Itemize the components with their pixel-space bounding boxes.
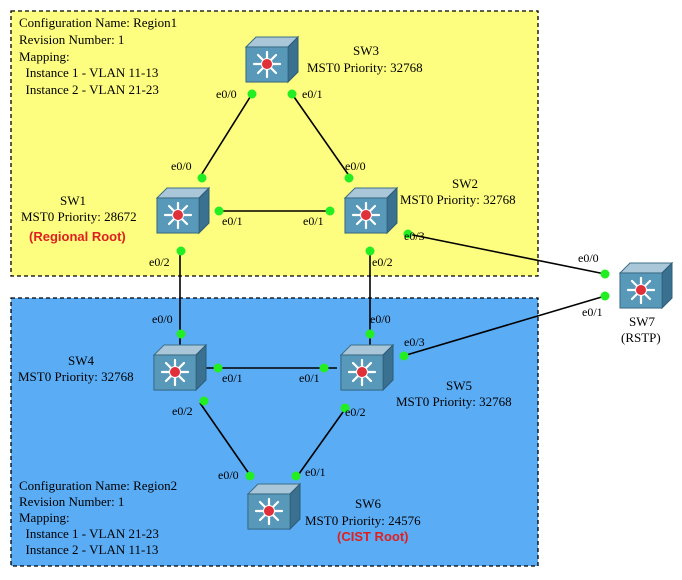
sw6-port-e00: e0/0 (218, 468, 239, 482)
region1-config-name: Configuration Name: Region1 (19, 15, 177, 30)
sw1-port-e01: e0/1 (222, 214, 243, 228)
port-dot (340, 403, 350, 413)
port-dot (365, 329, 375, 339)
sw2-switch-icon[interactable] (343, 186, 399, 235)
region2-mapping-instance2: Instance 2 - VLAN 11-13 (19, 542, 158, 557)
port-dot (176, 329, 186, 339)
port-dot (344, 173, 354, 183)
sw1-port-e00: e0/0 (171, 159, 192, 173)
region1-mapping-label: Mapping: (19, 49, 70, 64)
sw5-port-e00: e0/0 (370, 312, 391, 326)
sw1-port-e02: e0/2 (149, 255, 170, 269)
port-dot (247, 89, 257, 99)
region2-config-name: Configuration Name: Region2 (19, 478, 177, 493)
region1-mapping-instance2: Instance 2 - VLAN 21-23 (19, 82, 159, 97)
region2-mapping-instance1: Instance 1 - VLAN 21-23 (19, 526, 159, 541)
sw6-priority: MST0 Priority: 24576 (305, 513, 421, 528)
sw4-port-e02: e0/2 (172, 404, 193, 418)
sw5-name: SW5 (446, 378, 472, 393)
sw3-switch-icon[interactable] (244, 35, 300, 84)
sw3-priority: MST0 Priority: 32768 (307, 60, 423, 75)
link-sw4-sw6 (199, 402, 253, 479)
sw2-port-e03: e0/3 (404, 229, 425, 243)
port-dot (399, 351, 409, 361)
sw7-port-e00: e0/0 (578, 251, 599, 265)
sw6-port-e01: e0/1 (305, 465, 326, 479)
port-dot (600, 291, 610, 301)
sw2-port-e00: e0/0 (345, 159, 366, 173)
sw1-regional-root-note: (Regional Root) (29, 229, 126, 244)
link-sw5-sw7 (402, 295, 606, 357)
sw6-switch-icon[interactable] (246, 482, 302, 531)
port-dot (214, 206, 224, 216)
port-dot (403, 229, 413, 239)
sw2-port-e01: e0/1 (303, 214, 324, 228)
sw5-port-e01: e0/1 (299, 371, 320, 385)
sw3-port-e00: e0/0 (216, 87, 237, 101)
port-dot (176, 246, 186, 256)
port-dot (325, 206, 335, 216)
sw1-switch-icon[interactable] (155, 186, 211, 235)
sw1-priority: MST0 Priority: 28672 (21, 209, 137, 224)
sw3-port-e01: e0/1 (302, 87, 323, 101)
sw2-name: SW2 (452, 176, 478, 191)
port-dot (365, 246, 375, 256)
port-dot (197, 173, 207, 183)
sw7-port-e01: e0/1 (582, 305, 603, 319)
port-dot (245, 471, 255, 481)
sw7-note: (RSTP) (621, 330, 661, 345)
region1-mapping-instance1: Instance 1 - VLAN 11-13 (19, 65, 158, 80)
sw3-name: SW3 (353, 43, 379, 58)
sw7-switch-icon[interactable] (618, 261, 674, 310)
port-dot (213, 363, 223, 373)
port-dot (199, 396, 209, 406)
sw4-port-e01: e0/1 (222, 371, 243, 385)
sw4-priority: MST0 Priority: 32768 (18, 369, 134, 384)
sw2-port-e02: e0/2 (372, 255, 393, 269)
sw5-switch-icon[interactable] (339, 343, 395, 392)
sw5-priority: MST0 Priority: 32768 (396, 394, 512, 409)
sw4-port-e00: e0/0 (152, 312, 173, 326)
sw5-port-e03: e0/3 (404, 335, 425, 349)
port-dot (291, 471, 301, 481)
sw1-name: SW1 (60, 193, 86, 208)
sw2-priority: MST0 Priority: 32768 (400, 192, 516, 207)
port-dot (600, 269, 610, 279)
link-sw2-sw7 (407, 233, 606, 275)
sw6-name: SW6 (355, 496, 382, 511)
sw7-name: SW7 (629, 314, 656, 329)
link-sw5-sw6 (295, 404, 349, 479)
sw5-port-e02: e0/2 (345, 405, 366, 419)
port-dot (287, 89, 297, 99)
region2-mapping-label: Mapping: (19, 510, 70, 525)
sw6-cist-root-note: (CIST Root) (337, 529, 408, 544)
region1-revision: Revision Number: 1 (19, 32, 124, 47)
sw4-switch-icon[interactable] (152, 343, 208, 392)
port-dot (319, 363, 329, 373)
region2-revision: Revision Number: 1 (19, 494, 124, 509)
link-sw3-sw2 (291, 93, 351, 178)
link-sw3-sw1 (199, 93, 253, 178)
sw4-name: SW4 (68, 353, 95, 368)
